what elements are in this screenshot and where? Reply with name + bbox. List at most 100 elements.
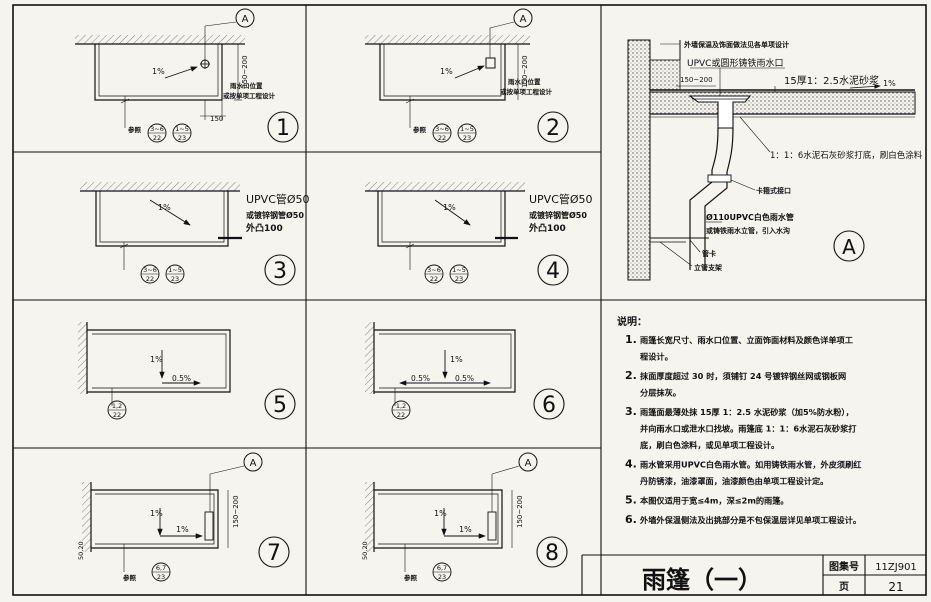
note-line: 雨水管采用UPVC白色雨水管。如用铸铁雨水管，外皮须刷红	[640, 460, 862, 470]
note-line: 雨篷长宽尺寸、雨水口位置、立面饰面材料及颜色详单项工	[640, 335, 853, 345]
panel-3-pipe1: UPVC管Ø50	[246, 192, 310, 206]
panel-3-ref2-top: 1~5	[168, 266, 182, 274]
detail-a-dim: 150~200	[680, 76, 713, 84]
note-line: 雨篷面最薄处抹 15厚 1：2.5 水泥砂浆（加5%防水粉），	[640, 407, 854, 417]
note-number: 6.	[625, 513, 637, 526]
detail-a-pipe-clip: 管卡	[702, 249, 716, 258]
panel-7-dim-v: 150~200	[232, 495, 240, 528]
panel-4-ref1-top: 3~6	[427, 266, 441, 274]
panel-2: 1% A 150~200 雨水口位置 或按单项工程设计 参照 3~6 22 1~…	[365, 8, 569, 143]
panel-1-dim-h: 150	[210, 115, 223, 123]
panel-2-note1: 雨水口位置	[508, 77, 541, 86]
panel-2-callout: A	[520, 14, 527, 25]
panel-1-note2: 或按单项工程设计	[223, 91, 276, 100]
panel-8-ref-label: 参照	[404, 573, 418, 582]
note-number: 4.	[625, 458, 637, 471]
callout-circle	[235, 8, 255, 28]
panel-2-ref1-top: 3~6	[435, 125, 449, 133]
panel-8-slope2: 1%	[459, 525, 472, 534]
panel-5-slope: 1%	[150, 355, 163, 364]
note-line: 程设计。	[639, 352, 673, 362]
panel-3-slope: 1%	[158, 203, 171, 212]
panel-1-ref2-top: 1~5	[175, 125, 189, 133]
atlas-label: 图集号	[829, 560, 859, 573]
panel-3-number: 3	[273, 259, 287, 284]
detail-a-pipe2: 或铸铁雨水立管，引入水沟	[706, 226, 790, 235]
detail-a: 外墙保温及饰面做法见各单项设计 UPVC或圆形铸铁雨水口 150~200 15厚…	[627, 39, 923, 281]
panel-6-slope3: 0.5%	[455, 374, 474, 383]
panel-6-slope2: 0.5%	[411, 374, 430, 383]
panel-2-ref1-bot: 22	[438, 134, 446, 142]
panel-8-dim-l: 50,20	[361, 541, 369, 560]
page-label: 页	[839, 581, 849, 593]
panel-7-slope2: 1%	[176, 525, 189, 534]
panel-4-number: 4	[546, 259, 560, 284]
panel-5-slope2: 0.5%	[172, 374, 191, 383]
panel-1-note1: 雨水口位置	[230, 81, 263, 90]
panel-1-slope: 1%	[152, 67, 165, 76]
note-number: 5.	[625, 494, 637, 507]
note-line: 分层抹灰。	[640, 388, 681, 398]
panel-8-number: 8	[545, 541, 559, 566]
panel-3-ref2-bot: 23	[171, 275, 179, 283]
panel-7-ref1-bot: 23	[157, 573, 165, 581]
detail-a-plaster: 1：1：6水泥石灰砂浆打底，刷白色涂料	[770, 150, 923, 161]
detail-a-note-top: 外墙保温及饰面做法见各单项设计	[684, 40, 789, 49]
panel-3-ref1-top: 3~6	[143, 266, 157, 274]
panel-8-ref1-bot: 23	[438, 573, 446, 581]
panel-7-number: 7	[267, 541, 281, 566]
panel-5-ref1-top: 1,2	[112, 402, 122, 410]
panel-1-ref2-bot: 23	[178, 134, 186, 142]
panel-8-ref1-top: 6,7	[437, 564, 447, 572]
note-line: 抹面厚度超过 30 时，须铺钉 24 号镀锌钢丝网或钢板网	[640, 371, 846, 381]
note-line: 并向雨水口或泄水口找坡。雨篷底 1：1：6水泥石灰砂浆打	[640, 424, 857, 434]
panel-2-number: 2	[546, 116, 560, 141]
panel-6: 1% 0.5% 0.5% 1,2 22 6	[365, 322, 565, 420]
panel-1-ref1-top: 3~6	[150, 125, 164, 133]
panel-1-ref1-bot: 22	[153, 134, 161, 142]
panel-7-callout: A	[250, 458, 257, 469]
panel-3-ref1-bot: 22	[146, 275, 154, 283]
panel-4-ref1-bot: 22	[430, 275, 438, 283]
panel-5-number: 5	[273, 393, 287, 418]
title-block: 雨篷（一） 图集号 11ZJ901 页 21	[581, 554, 926, 595]
panel-4-ref2-top: 1~5	[452, 266, 466, 274]
panel-7-ref-label: 参照	[123, 573, 137, 582]
page-number: 21	[888, 580, 903, 594]
detail-a-mortar: 15厚1：2.5水泥砂浆	[784, 74, 879, 87]
panel-4-pipe1: UPVC管Ø50	[529, 192, 593, 206]
panel-6-number: 6	[542, 393, 556, 418]
note-line: 丹防锈漆，油漆罩面，油漆颜色由单项工程设计定。	[639, 476, 828, 486]
panel-2-slope: 1%	[440, 67, 453, 76]
panel-2-ref2-bot: 23	[463, 134, 471, 142]
panel-1-dim-v: 150~200	[241, 55, 249, 88]
panel-3-pipe3: 外凸100	[245, 222, 283, 234]
detail-a-clamp: 卡箍式接口	[756, 186, 791, 195]
panel-3-pipe2: 或镀锌钢管Ø50	[246, 210, 304, 220]
detail-a-label: A	[842, 235, 856, 259]
panel-4-slope: 1%	[443, 203, 456, 212]
panel-4: 1% UPVC管Ø50 或镀锌钢管Ø50 外凸100 3~6 22 1~5 23…	[365, 182, 593, 286]
detail-a-slope: 1%	[883, 79, 896, 88]
detail-a-pipe-support: 立管支架	[694, 263, 722, 272]
note-number: 1.	[625, 333, 637, 346]
panel-6-ref1-bot: 22	[397, 411, 405, 419]
panel-2-ref2-top: 1~5	[460, 125, 474, 133]
panel-2-dim-v: 150~200	[521, 55, 529, 88]
panel-1-callout: A	[242, 14, 249, 25]
panel-7-dim-l: 50,20	[77, 541, 85, 560]
panel-3: 1% UPVC管Ø50 或镀锌钢管Ø50 外凸100 3~6 22 1~5 23…	[80, 182, 310, 286]
note-number: 3.	[625, 405, 637, 418]
note-line: 本图仅适用于宽≤4m，深≤2m的雨篷。	[640, 496, 789, 506]
notes: 说明： 1.雨篷长宽尺寸、雨水口位置、立面饰面材料及颜色详单项工程设计。2.抹面…	[617, 315, 862, 526]
note-line: 外墙外保温侧法及出挑部分是不包保温层详见单项工程设计。	[639, 515, 861, 525]
panel-8-dim-v: 150~200	[516, 495, 524, 528]
panel-4-pipe2: 或镀锌钢管Ø50	[529, 210, 587, 220]
sheet-title: 雨篷（一）	[642, 566, 762, 594]
panel-8: 1% 1% A 150~200 50,20 参照 6,7 23 8	[361, 452, 568, 582]
panel-1-number: 1	[276, 116, 290, 141]
panel-6-ref1-top: 1,2	[396, 402, 406, 410]
panel-2-ref-label: 参照	[413, 125, 427, 134]
panel-8-slope: 1%	[434, 509, 447, 518]
